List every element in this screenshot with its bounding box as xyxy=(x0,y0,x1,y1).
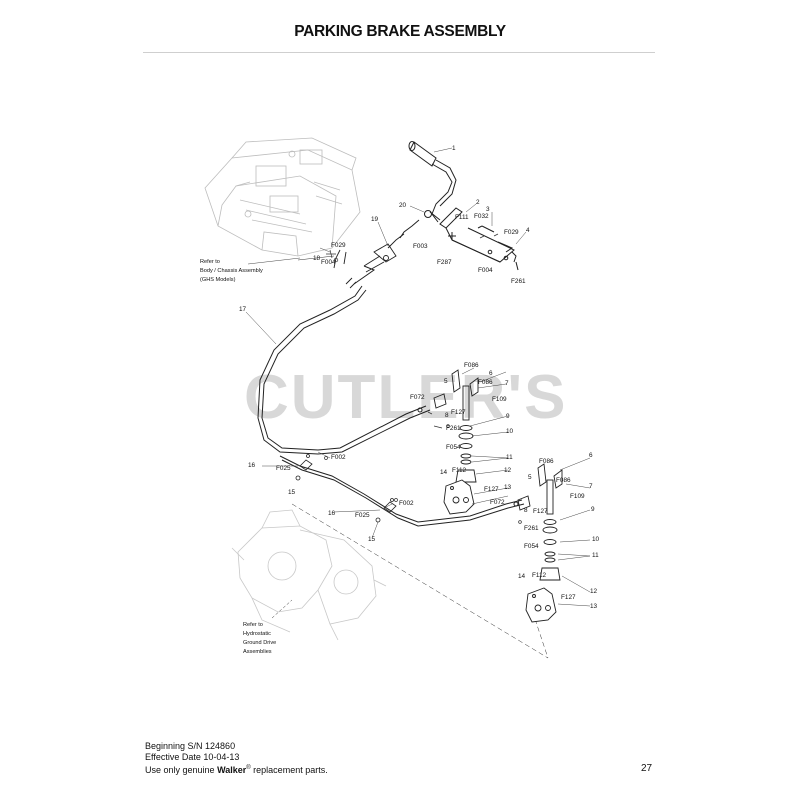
part-labels: 1 2 3 4 20 19 F111 F032 F029 F003 F029 1… xyxy=(239,145,600,610)
part-label: 9 xyxy=(506,413,510,420)
part-label: 16 xyxy=(328,510,336,517)
part-label: F261 xyxy=(524,525,539,532)
handle-lever-assembly xyxy=(399,141,519,271)
part-label: F002 xyxy=(331,454,346,461)
part-label: 5 xyxy=(528,474,532,481)
part-label: F127 xyxy=(533,508,548,515)
part-label: F032 xyxy=(474,213,489,220)
part-label: 14 xyxy=(518,573,526,580)
brake-caliper-assembly-b xyxy=(517,463,563,623)
svg-text:Refer to: Refer to xyxy=(243,622,263,628)
part-label: 15 xyxy=(368,536,376,543)
part-label: 9 xyxy=(591,506,595,513)
part-label: F004 xyxy=(321,259,336,266)
svg-text:Body / Chassis Assembly: Body / Chassis Assembly xyxy=(200,268,263,274)
part-label: F072 xyxy=(410,394,425,401)
part-label: 13 xyxy=(504,484,512,491)
part-label: F003 xyxy=(413,243,428,250)
part-label: 14 xyxy=(440,469,448,476)
footer-parts-notice: Use only genuine Walker® replacement par… xyxy=(145,765,328,775)
title-divider xyxy=(143,52,655,53)
part-label: 10 xyxy=(506,428,514,435)
part-label: 20 xyxy=(399,202,407,209)
page-title: PARKING BRAKE ASSEMBLY xyxy=(294,23,506,40)
part-label: 1 xyxy=(452,145,456,152)
part-label: F086 xyxy=(478,379,493,386)
svg-text:Hydrostatic: Hydrostatic xyxy=(243,631,271,637)
part-label: F029 xyxy=(504,229,519,236)
brake-cables xyxy=(257,265,525,527)
reference-note-hydrostatic: Refer to Hydrostatic Ground Drive Assemb… xyxy=(243,622,276,655)
part-label: F002 xyxy=(399,500,414,507)
part-label: F109 xyxy=(570,493,585,500)
part-label: 16 xyxy=(248,462,256,469)
part-label: 18 xyxy=(313,255,321,262)
hydrostatic-ghost-illustration xyxy=(231,509,387,641)
part-label: 12 xyxy=(504,467,512,474)
footer: Beginning S/N 124860 Effective Date 10-0… xyxy=(145,741,328,776)
watermark: CUTLER'S xyxy=(244,363,568,432)
svg-text:(GHS Models): (GHS Models) xyxy=(200,277,236,283)
part-label: 8 xyxy=(524,507,528,514)
footer-effective-date: Effective Date 10-04-13 xyxy=(145,752,240,762)
chassis-ghost-illustration xyxy=(204,137,361,257)
part-label: 2 xyxy=(476,199,480,206)
part-label: 7 xyxy=(505,380,509,387)
part-label: 5 xyxy=(444,378,448,385)
part-label: F004 xyxy=(478,267,493,274)
part-label: 13 xyxy=(590,603,598,610)
part-label: 4 xyxy=(526,227,530,234)
svg-text:Assemblies: Assemblies xyxy=(243,649,272,655)
part-label: 6 xyxy=(489,370,493,377)
part-label: F127 xyxy=(451,409,466,416)
part-label: F112 xyxy=(532,572,547,579)
footer-serial: Beginning S/N 124860 xyxy=(145,741,236,751)
part-label: 11 xyxy=(506,454,513,461)
part-label: 3 xyxy=(486,206,490,213)
part-label: 15 xyxy=(288,489,296,496)
part-label: F127 xyxy=(561,594,576,601)
part-label: F054 xyxy=(524,543,539,550)
svg-text:Ground Drive: Ground Drive xyxy=(243,640,276,646)
part-label: F086 xyxy=(464,362,479,369)
part-label: F086 xyxy=(539,458,554,465)
svg-text:Refer to: Refer to xyxy=(200,259,220,265)
part-label: F261 xyxy=(446,425,461,432)
part-label: F287 xyxy=(437,259,452,266)
part-label: F029 xyxy=(331,242,346,249)
brake-caliper-assembly-a xyxy=(433,369,479,515)
part-label: 19 xyxy=(371,216,379,223)
part-label: F127 xyxy=(484,486,499,493)
part-label: F072 xyxy=(490,499,505,506)
part-label: F261 xyxy=(511,278,526,285)
brand-name: Walker xyxy=(217,765,247,775)
part-label: 7 xyxy=(589,483,593,490)
part-label: F109 xyxy=(492,396,507,403)
part-label: 12 xyxy=(590,588,598,595)
part-label: F112 xyxy=(452,467,467,474)
part-label: 11 xyxy=(592,552,599,559)
part-label: F111 xyxy=(455,214,469,221)
loose-hardware xyxy=(324,233,522,524)
part-label: F054 xyxy=(446,444,461,451)
reference-note-chassis: Refer to Body / Chassis Assembly (GHS Mo… xyxy=(200,259,263,283)
part-label: F086 xyxy=(556,477,571,484)
part-label: F025 xyxy=(355,512,370,519)
cable-clamps xyxy=(295,454,397,523)
part-label: 8 xyxy=(445,412,449,419)
page-number: 27 xyxy=(641,763,653,774)
part-label: F025 xyxy=(276,465,291,472)
part-label: 10 xyxy=(592,536,600,543)
part-label: 6 xyxy=(589,452,593,459)
part-label: 17 xyxy=(239,306,247,313)
